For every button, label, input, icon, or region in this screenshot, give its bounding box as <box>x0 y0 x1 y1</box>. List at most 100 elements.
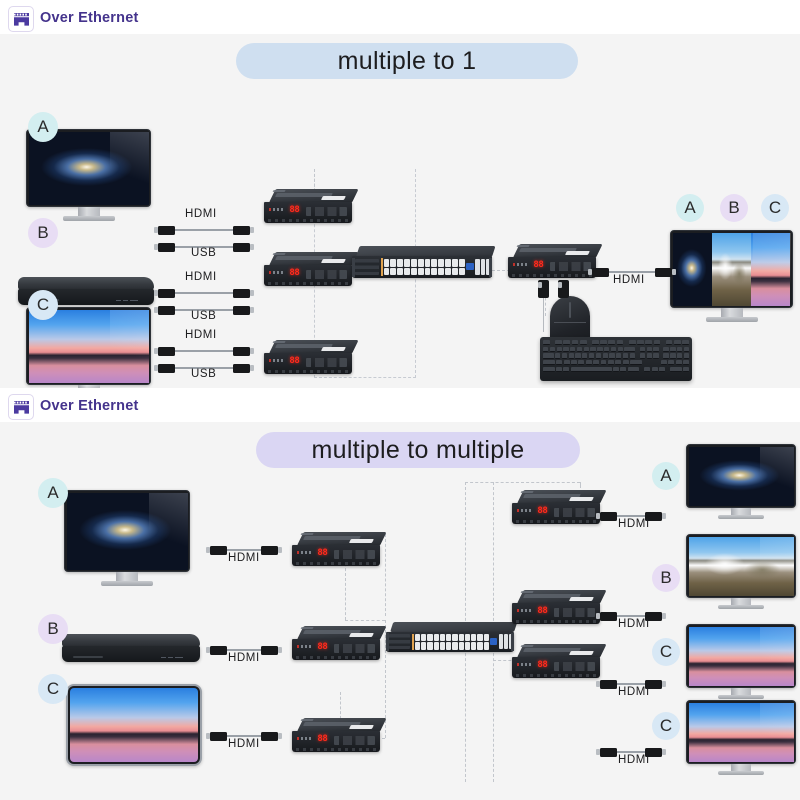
hdmi-plug <box>261 731 282 741</box>
screen-pane-c <box>751 232 791 306</box>
src2-tag-a: A <box>38 478 68 508</box>
usb-cable-a <box>154 241 254 253</box>
usb-plug <box>154 305 175 315</box>
src2-tag-b: B <box>38 614 68 644</box>
source-tag-a: A <box>28 112 58 142</box>
src2-transmitter-b: 88 <box>292 626 387 660</box>
hdmi-cable-a <box>154 224 254 236</box>
routing-line-vertical <box>314 169 315 201</box>
usb-plug <box>233 242 254 252</box>
hdmi-plug <box>596 511 617 521</box>
section-2-header: Over Ethernet <box>0 388 800 422</box>
src2-hdmi-cable-c <box>206 730 282 742</box>
src2-receiver-1: 88 <box>512 490 607 524</box>
transmitter-a: 88 <box>264 189 359 223</box>
hdmi-output-label: HDMI <box>613 274 645 286</box>
switch-badge <box>466 262 474 271</box>
screen-space-galaxy <box>66 492 188 570</box>
src2-out-label-3: HDMI <box>618 686 650 698</box>
routing-line-horizontal <box>345 620 385 621</box>
hdmi-plug <box>261 645 282 655</box>
hdmi-plug <box>645 747 666 757</box>
cable-wire <box>617 514 645 518</box>
routing-line-vertical <box>545 282 546 316</box>
output-monitor-split <box>670 230 793 322</box>
hdmi-cable-label-b: HDMI <box>185 271 217 283</box>
src2-receiver-2: 88 <box>512 590 607 624</box>
out2-tag-c1: C <box>652 638 680 666</box>
usb-cable-label-b: USB <box>191 310 217 322</box>
out2-monitor-a <box>686 444 796 520</box>
src2-hdmi-label-b: HDMI <box>228 652 260 664</box>
section-multiple-to-multiple: Over Ethernet multiple to multiple A <box>0 388 800 800</box>
display-tag-b: B <box>720 194 748 222</box>
section-multiple-to-1: Over Ethernet multiple to 1 A HDMI <box>0 0 800 388</box>
out2-monitor-b <box>686 534 796 610</box>
src2-transmitter-c: 88 <box>292 718 387 752</box>
routing-line-vertical <box>385 534 386 616</box>
cable-wire <box>175 291 233 295</box>
hdmi-plug <box>645 679 666 689</box>
src2-tag-c: C <box>38 674 68 704</box>
src2-out-cable-3 <box>596 678 666 690</box>
hdmi-cable-label-a: HDMI <box>185 208 217 220</box>
transmitter-b: 88 <box>264 252 359 286</box>
screen-sunset <box>70 688 198 762</box>
source-tag-c: C <box>28 290 58 320</box>
transmitter-display-b: 88 <box>289 268 300 279</box>
hdmi-cable-c <box>154 345 254 357</box>
usb-plug <box>154 363 175 373</box>
hdmi-plug <box>233 225 254 235</box>
hdmi-plug <box>261 545 282 555</box>
src2-receiver-3: 88 <box>512 644 607 678</box>
transmitter-display-a: 88 <box>289 205 300 216</box>
section-1-banner: multiple to 1 <box>236 43 578 79</box>
screen-sunset <box>28 309 149 383</box>
routing-line-vertical <box>385 620 386 738</box>
switch-port-grid <box>383 258 465 276</box>
transmitter-c: 88 <box>264 340 359 374</box>
ethernet-port-icon <box>8 394 34 420</box>
hdmi-plug <box>596 679 617 689</box>
section-1-header: Over Ethernet <box>0 0 800 34</box>
src2-transmitter-a: 88 <box>292 532 387 566</box>
screen-sunset <box>688 626 794 686</box>
screen-space-galaxy <box>688 446 794 506</box>
source-tag-b: B <box>28 218 58 248</box>
section-1-diagram: multiple to 1 A HDMI <box>0 34 800 388</box>
usb-cable-label-c: USB <box>191 368 217 380</box>
usb-cable-b <box>154 304 254 316</box>
cable-wire <box>617 750 645 754</box>
screen-pane-a <box>672 232 712 306</box>
src2-hdmi-cable-b <box>206 644 282 656</box>
hdmi-plug <box>206 645 227 655</box>
src2-out-cable-1 <box>596 510 666 522</box>
cable-wire <box>227 648 261 652</box>
switch-port-grid <box>414 634 490 650</box>
routing-line-horizontal <box>487 270 515 271</box>
src2-transmitter-display-a: 88 <box>317 548 328 559</box>
src2-hdmi-cable-a <box>206 544 282 556</box>
src2-monitor-a <box>64 490 190 586</box>
display-tag-c: C <box>761 194 789 222</box>
usb-plug <box>233 363 254 373</box>
hdmi-cable-label-c: HDMI <box>185 329 217 341</box>
cable-wire <box>175 245 233 249</box>
hdmi-plug <box>154 288 175 298</box>
cable-wire <box>175 366 233 370</box>
usb-lead-mouse <box>543 298 544 332</box>
usb-plug <box>154 242 175 252</box>
src2-out-label-4: HDMI <box>618 754 650 766</box>
src2-network-switch <box>386 622 518 652</box>
hdmi-plug <box>154 346 175 356</box>
section-2-diagram: multiple to multiple A <box>0 422 800 800</box>
src2-receiver-display-1: 88 <box>537 506 548 517</box>
hdmi-plug <box>596 747 617 757</box>
receiver-box: 88 <box>508 244 603 278</box>
cable-wire <box>227 548 261 552</box>
hdmi-plug <box>588 267 609 277</box>
screen-mountain <box>688 536 794 596</box>
cable-wire <box>617 682 645 686</box>
hdmi-output-cable <box>588 266 676 278</box>
hdmi-plug <box>206 731 227 741</box>
